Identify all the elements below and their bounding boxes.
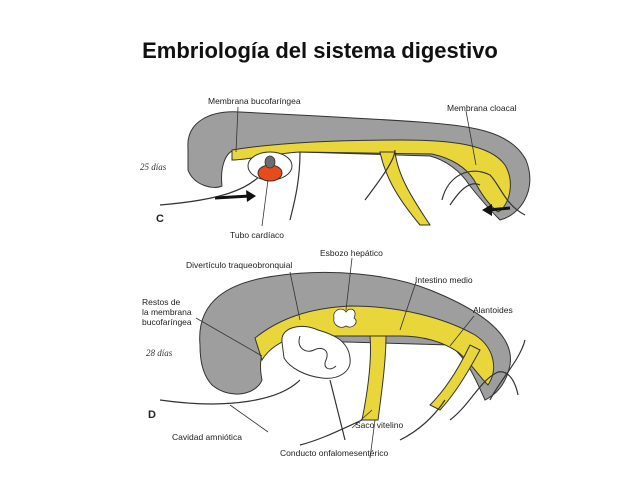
label-cavidad-amniotica: Cavidad amniótica bbox=[172, 432, 242, 442]
figure-c-amnion-curve bbox=[159, 149, 481, 221]
figure-c-panel-letter: C bbox=[156, 213, 164, 225]
figure-d-panel-letter: D bbox=[148, 409, 156, 421]
label-diverticulo-traqueobronquial: Divertículo traqueobronquial bbox=[186, 260, 292, 270]
figure-d-amnion-curve bbox=[159, 339, 526, 446]
label-alantoides: Alantoides bbox=[473, 305, 513, 315]
label-restos-line2: la membrana bbox=[142, 307, 192, 317]
label-membrana-cloacal: Membrana cloacal bbox=[447, 103, 517, 113]
figure-c-arrow-left-head bbox=[246, 190, 256, 202]
figure-c-heart-lumen bbox=[264, 155, 276, 169]
label-saco-vitelino: Saco vitelino bbox=[355, 420, 403, 430]
slide-title: Embriología del sistema digestivo bbox=[142, 38, 498, 63]
figure-c-arrow-left bbox=[214, 194, 251, 200]
figure-c-leaders bbox=[235, 106, 477, 227]
label-esbozo-hepatico: Esbozo hepático bbox=[320, 248, 383, 258]
figure-d-allantois bbox=[429, 344, 481, 411]
figure-c-embryo-body bbox=[187, 111, 531, 221]
figure-d-leaders bbox=[195, 257, 475, 459]
figure-c-yolk-stalk bbox=[379, 151, 431, 226]
figure-c: Membrana bucofaríngea Membrana cloacal T… bbox=[140, 96, 531, 240]
label-tubo-cardiaco: Tubo cardíaco bbox=[230, 230, 284, 240]
figure-d: Divertículo traqueobronquial Esbozo hepá… bbox=[142, 248, 526, 459]
figure-c-stage: 25 días bbox=[140, 162, 167, 172]
figure-c-arrow-right-head bbox=[482, 204, 492, 216]
label-restos-line1: Restos de bbox=[142, 297, 181, 307]
figure-d-stage: 28 días bbox=[146, 348, 173, 358]
figure-d-tail-curve bbox=[449, 371, 519, 421]
label-restos-line3: bucofaríngea bbox=[142, 317, 192, 327]
figure-d-hepatic-bud bbox=[333, 308, 357, 328]
label-membrana-bucofaringea: Membrana bucofaríngea bbox=[208, 96, 301, 106]
figure-d-yolk-stalk bbox=[361, 335, 387, 421]
figure-d-heart-loop bbox=[298, 335, 337, 370]
label-intestino-medio: Intestino medio bbox=[415, 275, 473, 285]
figure-c-tail-curve bbox=[441, 170, 526, 216]
label-conducto-onfalomesenterico: Conducto onfalomesentérico bbox=[280, 448, 388, 458]
